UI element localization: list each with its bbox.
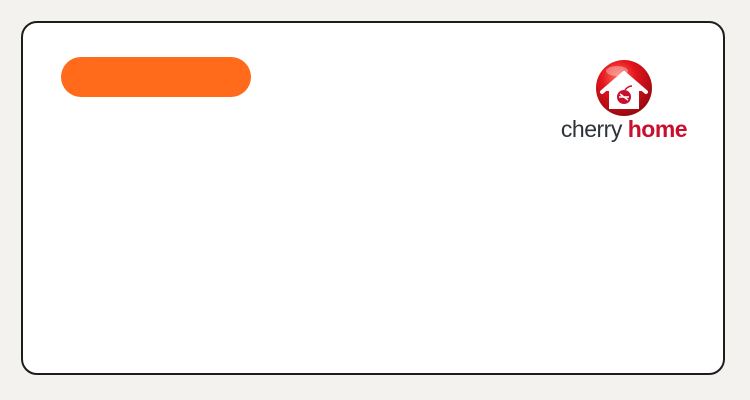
cherry-house-icon — [596, 60, 652, 116]
logo-word-cherry: cherry — [560, 116, 622, 142]
logo-wordmark: cherry home — [557, 115, 691, 143]
logo-word-home: home — [627, 116, 688, 142]
orange-pill-button[interactable] — [61, 57, 251, 97]
content-card: cherry home — [21, 21, 725, 375]
cherry-home-logo: cherry home — [557, 59, 691, 149]
